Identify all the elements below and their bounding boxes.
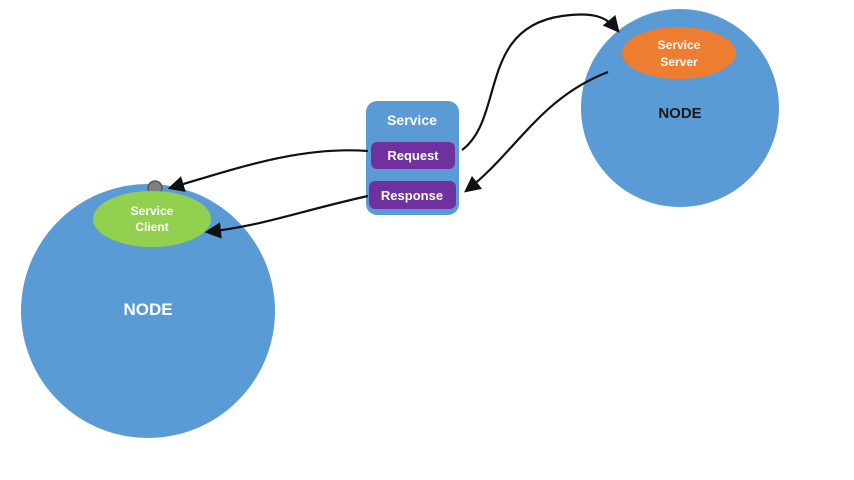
response-label: Response <box>381 188 443 203</box>
service-server-label-line2: Server <box>660 55 698 69</box>
service-server-label-line1: Service <box>658 38 701 52</box>
response-box <box>369 181 456 209</box>
request-to-server-arrow <box>461 13 620 151</box>
service-client-label-line1: Service <box>131 204 174 218</box>
left-node-circle <box>21 184 275 438</box>
request-to-client-arrow <box>167 149 369 192</box>
service-client-ellipse <box>93 191 211 247</box>
left-node-label: NODE <box>123 300 172 319</box>
server-to-response-arrow <box>464 70 609 193</box>
service-client-label-line2: Client <box>135 220 168 234</box>
response-to-client-arrow <box>204 194 369 239</box>
service-server-ellipse <box>622 27 736 79</box>
right-node-label: NODE <box>658 105 701 122</box>
service-box-title: Service <box>387 112 437 128</box>
request-box <box>371 142 455 169</box>
request-label: Request <box>387 148 439 163</box>
